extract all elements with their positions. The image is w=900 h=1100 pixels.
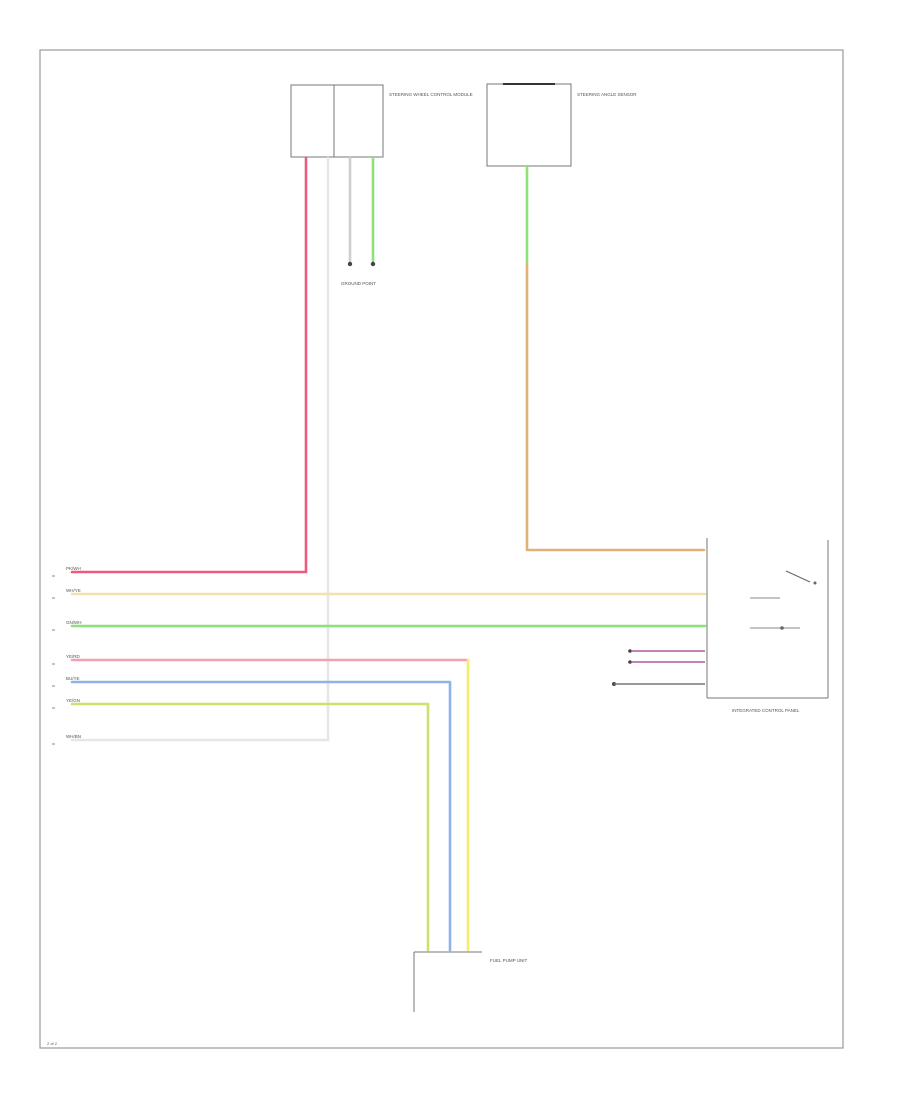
- wire-label-row4: YE/RD: [66, 654, 81, 659]
- integrated-panel-label: INTEGRATED CONTROL PANEL: [732, 708, 800, 713]
- wire-orange-tan: [525, 263, 706, 552]
- right-top-module: STEERING ANGLE SENSOR: [486, 83, 637, 167]
- left-top-module: STEERING WHEEL CONTROL MODULE: [290, 84, 473, 158]
- wire-olive: [70, 702, 430, 952]
- bottom-unit: FUEL PUMP UNIT: [413, 951, 528, 1012]
- right-module-label: STEERING ANGLE SENSOR: [577, 92, 637, 97]
- wire-blue: [70, 680, 452, 952]
- ground-pin-1: [347, 261, 353, 267]
- wire-label-row3: GN/WH: [66, 620, 82, 625]
- page-ref: 2 of 2: [47, 1041, 58, 1046]
- wire-label-row2: WH/YE: [66, 588, 81, 593]
- integrated-control-panel: INTEGRATED CONTROL PANEL: [612, 538, 829, 713]
- wire-label-row1: PK/WH: [66, 566, 81, 571]
- ground-point-label: GROUND POINT: [341, 281, 376, 286]
- left-module-label: STEERING WHEEL CONTROL MODULE: [389, 92, 473, 97]
- bottom-unit-label: FUEL PUMP UNIT: [490, 958, 528, 963]
- left-connector-ticks: [52, 575, 55, 745]
- wire-white: [70, 156, 330, 742]
- wire-pink-red: [70, 156, 308, 574]
- ground-pin-2: [370, 261, 376, 267]
- wire-label-row5: BU/YE: [66, 676, 80, 681]
- wire-label-row6: YE/GN: [66, 698, 80, 703]
- diagram-frame: [39, 49, 844, 1049]
- wire-label-row7: WH/BN: [66, 734, 81, 739]
